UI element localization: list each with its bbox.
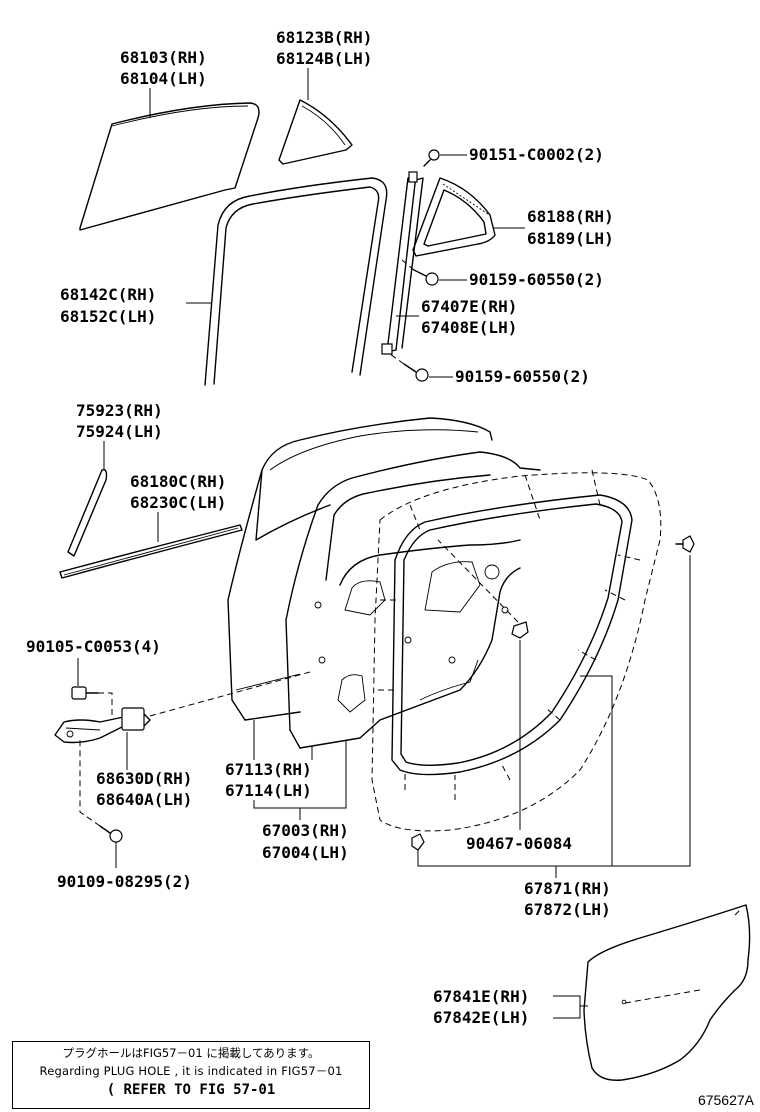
quarter-glass-label: 68123B(RH) 68124B(LH) — [276, 28, 372, 68]
door-assembly-label: 67003(RH) 67004(LH) — [262, 821, 349, 862]
dashed-guide — [149, 671, 311, 717]
svg-text:68230C(LH): 68230C(LH) — [130, 493, 226, 512]
sash-tape-label: 75923(RH) 75924(LH) — [76, 401, 163, 441]
svg-text:68189(LH): 68189(LH) — [527, 229, 614, 248]
note-line-japanese: プラグホールはFIG57－01 に掲載してあります。 — [62, 1046, 320, 1060]
svg-text:67114(LH): 67114(LH) — [225, 781, 312, 800]
dashed-guide — [79, 738, 101, 827]
division-bar-label: 67407E(RH) 67408E(LH) — [421, 297, 517, 337]
division-bar — [381, 171, 424, 355]
leader-line — [417, 555, 691, 867]
check-bolt-label: 90109-08295(2) — [57, 872, 192, 891]
dashed-guide — [401, 259, 415, 271]
svg-text:67407E(RH): 67407E(RH) — [421, 297, 517, 316]
dashed-guide — [98, 692, 113, 716]
hinge-bolt-label: 90105-C0053(4) — [26, 637, 161, 656]
bolt-icon — [99, 825, 123, 843]
svg-text:67004(LH): 67004(LH) — [262, 843, 349, 862]
figure-number: 675627A — [697, 1092, 754, 1108]
svg-text:67113(RH): 67113(RH) — [225, 760, 312, 779]
svg-text:68123B(RH): 68123B(RH) — [276, 28, 372, 47]
svg-text:75924(LH): 75924(LH) — [76, 422, 163, 441]
svg-text:68152C(LH): 68152C(LH) — [60, 307, 156, 326]
svg-text:68180C(RH): 68180C(RH) — [130, 472, 226, 491]
svg-text:67003(RH): 67003(RH) — [262, 821, 349, 840]
svg-text:68124B(LH): 68124B(LH) — [276, 49, 372, 68]
leader-line — [553, 995, 581, 1019]
dashed-guide — [437, 539, 519, 623]
note-line-english: Regarding PLUG HOLE , it is indicated in… — [39, 1064, 343, 1078]
quarter-frame-label: 68188(RH) 68189(LH) — [527, 207, 614, 248]
door-weatherstrip — [391, 494, 633, 776]
screw-label: 90151-C0002(2) — [469, 145, 604, 164]
svg-text:75923(RH): 75923(RH) — [76, 401, 163, 420]
dashed-guide — [389, 353, 405, 365]
clip-icon — [675, 535, 695, 553]
bolt-label: 90159-60550(2) — [469, 270, 604, 289]
clip-label: 90467-06084 — [466, 834, 572, 853]
svg-text:67872(LH): 67872(LH) — [524, 900, 611, 919]
door-glass — [79, 102, 260, 231]
svg-text:68630D(RH): 68630D(RH) — [96, 769, 192, 788]
door-check — [54, 707, 151, 744]
check-label: 68630D(RH) 68640A(LH) — [96, 769, 192, 809]
svg-text:68142C(RH): 68142C(RH) — [60, 285, 156, 304]
sash-tape — [67, 469, 108, 557]
run-channel-label: 68142C(RH) 68152C(LH) — [60, 285, 156, 326]
svg-text:67871(RH): 67871(RH) — [524, 879, 611, 898]
svg-text:67842E(LH): 67842E(LH) — [433, 1008, 529, 1027]
quarter-window-frame — [412, 177, 496, 257]
bolt-icon — [71, 686, 99, 700]
note-refer-link[interactable]: ( REFER TO FIG 57-01 — [106, 1082, 276, 1098]
glass-run-channel — [204, 177, 388, 386]
quarter-glass — [278, 99, 353, 165]
door-glass-label: 68103(RH) 68104(LH) — [120, 48, 207, 88]
bolt-label: 90159-60550(2) — [455, 367, 590, 386]
svg-text:68103(RH): 68103(RH) — [120, 48, 207, 67]
service-hole-cover — [583, 904, 751, 1081]
belt-moulding — [59, 524, 243, 579]
weatherstrip-outline-dashed — [371, 469, 662, 832]
svg-text:67841E(RH): 67841E(RH) — [433, 987, 529, 1006]
service-hole-cover-label: 67841E(RH) 67842E(LH) — [433, 987, 529, 1027]
door-inner-frame — [285, 451, 541, 749]
svg-text:68188(RH): 68188(RH) — [527, 207, 614, 226]
leader-line — [580, 675, 613, 866]
svg-text:67408E(LH): 67408E(LH) — [421, 318, 517, 337]
svg-text:68104(LH): 68104(LH) — [120, 69, 207, 88]
bolt-icon — [413, 269, 439, 286]
weatherstrip-label: 67871(RH) 67872(LH) — [524, 879, 611, 919]
door-outer-panel — [227, 417, 493, 721]
bolt-icon — [403, 363, 429, 382]
clip-icon — [511, 621, 529, 639]
reference-note: プラグホールはFIG57－01 に掲載してあります。 Regarding PLU… — [12, 1041, 370, 1109]
screw-icon — [423, 149, 440, 167]
svg-text:68640A(LH): 68640A(LH) — [96, 790, 192, 809]
clip-icon — [411, 833, 425, 851]
belt-moulding-label: 68180C(RH) 68230C(LH) — [130, 472, 226, 512]
panel-label: 67113(RH) 67114(LH) — [225, 760, 312, 800]
